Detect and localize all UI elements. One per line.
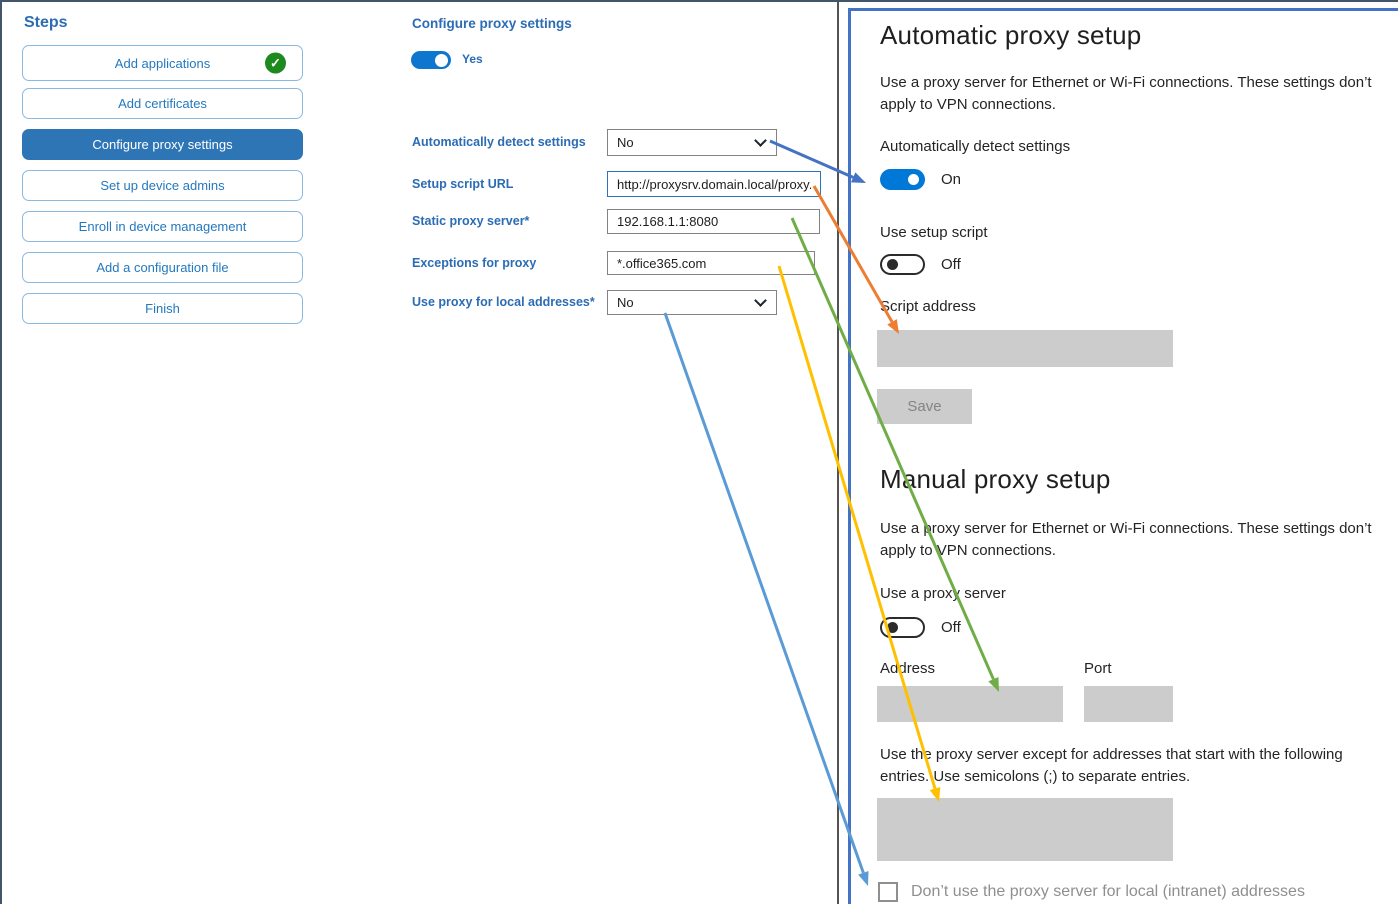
label-automatically-detect-settings: Automatically detect settings	[412, 135, 586, 149]
port-input[interactable]	[1084, 686, 1173, 722]
step-add-applications[interactable]: Add applications ✓	[22, 45, 303, 81]
step-label: Finish	[145, 301, 180, 316]
chevron-down-icon	[754, 293, 767, 307]
input-value: http://proxysrv.domain.local/proxy.pa	[617, 176, 811, 192]
step-label: Add applications	[114, 55, 211, 71]
step-add-configuration-file[interactable]: Add a configuration file	[22, 252, 303, 283]
use-proxy-server-toggle[interactable]	[880, 617, 925, 638]
script-address-input[interactable]	[877, 330, 1173, 367]
step-label: Configure proxy settings	[92, 137, 233, 152]
local-intranet-checkbox[interactable]	[878, 882, 898, 902]
step-label: Set up device admins	[100, 178, 225, 193]
use-setup-script-label: Use setup script	[880, 224, 988, 241]
detect-settings-state: On	[941, 171, 962, 188]
steps-title: Steps	[24, 14, 68, 31]
select-value: No	[617, 295, 634, 310]
configure-proxy-toggle[interactable]	[411, 51, 451, 69]
panel-divider	[837, 2, 839, 904]
select-use-proxy-local-addresses[interactable]: No	[607, 290, 777, 315]
toggle-knob	[908, 174, 919, 185]
input-exceptions-for-proxy[interactable]: *.office365.com	[607, 251, 815, 275]
proxy-exceptions-description: Use the proxy server except for addresse…	[880, 746, 1343, 785]
step-label: Add a configuration file	[96, 260, 229, 275]
input-value: 192.168.1.1:8080	[617, 214, 719, 229]
script-address-label: Script address	[880, 298, 976, 315]
toggle-knob	[435, 53, 448, 67]
label-static-proxy-server: Static proxy server*	[412, 214, 530, 228]
step-set-up-device-admins[interactable]: Set up device admins	[22, 170, 303, 201]
step-label: Add certificates	[118, 96, 207, 111]
address-input[interactable]	[877, 686, 1063, 722]
chevron-down-icon	[754, 133, 767, 147]
completed-check-icon: ✓	[265, 52, 286, 74]
use-setup-script-state: Off	[941, 256, 961, 273]
label-use-proxy-local-addresses: Use proxy for local addresses*	[412, 295, 595, 309]
step-label: Enroll in device management	[78, 219, 247, 234]
step-finish[interactable]: Finish	[22, 293, 303, 324]
label-setup-script-url: Setup script URL	[412, 177, 514, 191]
step-enroll-device-management[interactable]: Enroll in device management	[22, 211, 303, 242]
manual-proxy-setup-title: Manual proxy setup	[880, 464, 1111, 494]
use-proxy-server-state: Off	[941, 619, 961, 636]
proxy-exceptions-textarea[interactable]	[877, 798, 1173, 861]
windows-proxy-settings-panel: Automatic proxy setup Use a proxy server…	[848, 8, 1398, 904]
port-label: Port	[1084, 660, 1112, 677]
automatic-proxy-setup-title: Automatic proxy setup	[880, 20, 1142, 50]
manual-proxy-description: Use a proxy server for Ethernet or Wi-Fi…	[880, 520, 1372, 559]
input-setup-script-url[interactable]: http://proxysrv.domain.local/proxy.pa	[607, 171, 821, 197]
input-value: *.office365.com	[617, 255, 707, 271]
form-title: Configure proxy settings	[412, 16, 572, 31]
toggle-knob	[887, 622, 898, 633]
step-configure-proxy-settings[interactable]: Configure proxy settings	[22, 129, 303, 160]
select-automatically-detect-settings[interactable]: No	[607, 129, 777, 156]
detect-settings-label: Automatically detect settings	[880, 138, 1071, 155]
label-exceptions-for-proxy: Exceptions for proxy	[412, 256, 537, 270]
toggle-knob	[887, 259, 898, 270]
address-label: Address	[880, 660, 936, 677]
use-proxy-server-label: Use a proxy server	[880, 585, 1006, 602]
save-button[interactable]: Save	[877, 389, 972, 424]
detect-settings-toggle[interactable]	[880, 169, 925, 190]
automatic-proxy-description: Use a proxy server for Ethernet or Wi-Fi…	[880, 74, 1372, 113]
input-static-proxy-server[interactable]: 192.168.1.1:8080	[607, 209, 820, 234]
use-setup-script-toggle[interactable]	[880, 254, 925, 275]
local-intranet-checkbox-label: Don’t use the proxy server for local (in…	[911, 883, 1305, 900]
select-value: No	[617, 135, 634, 150]
step-add-certificates[interactable]: Add certificates	[22, 88, 303, 119]
toggle-yes-label: Yes	[462, 52, 483, 66]
